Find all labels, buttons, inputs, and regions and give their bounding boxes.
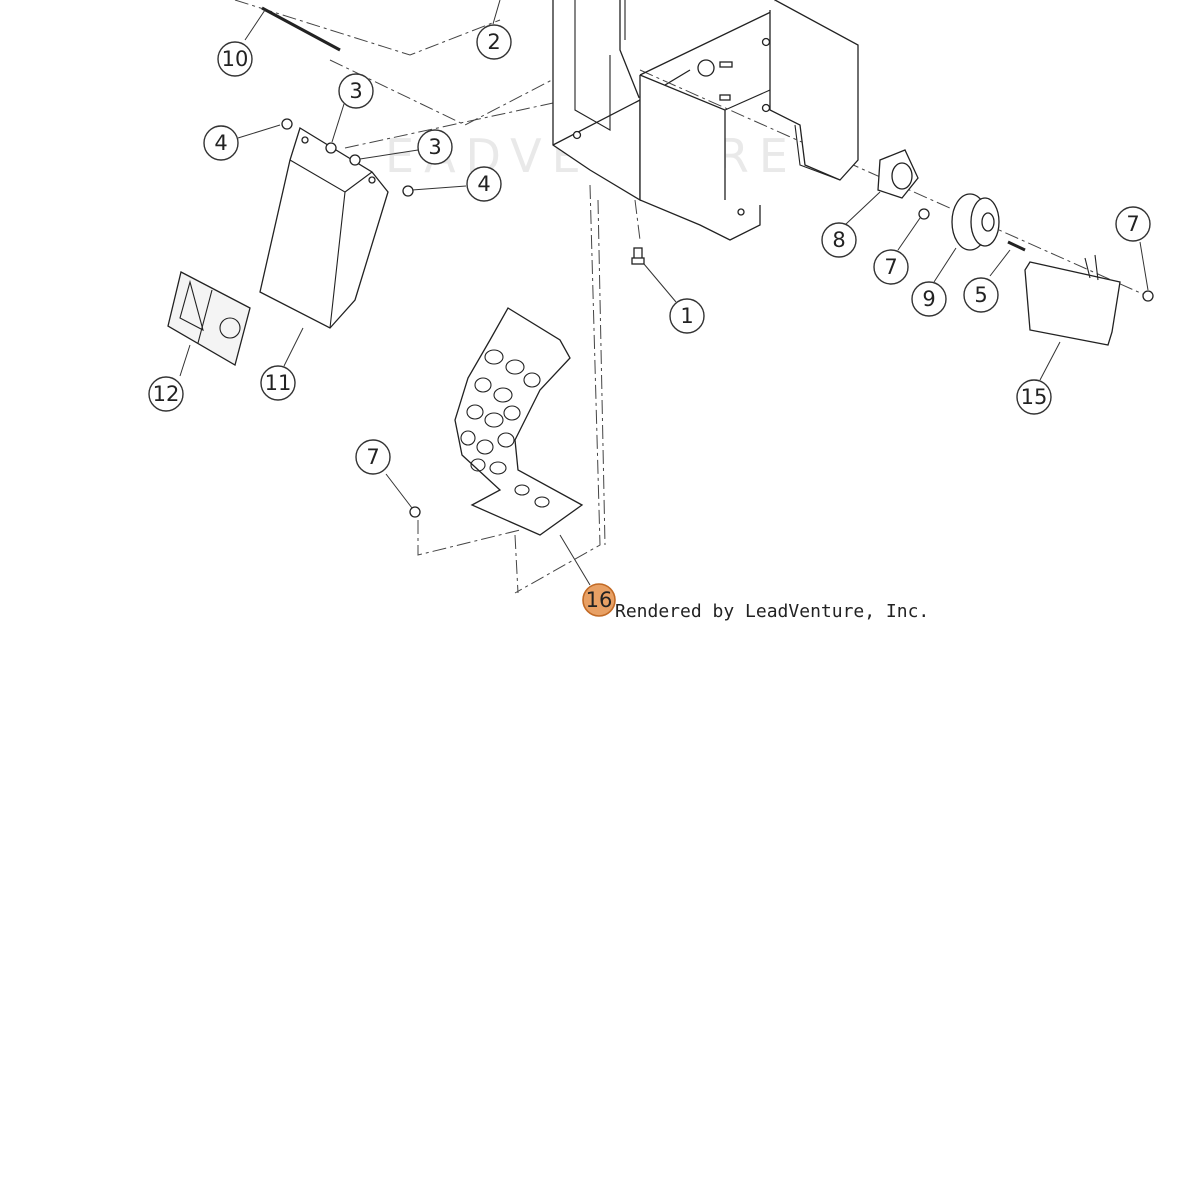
callout-10[interactable]: 10	[217, 41, 253, 77]
callout-1[interactable]: 1	[669, 298, 705, 334]
callout-3-second[interactable]: 3	[417, 129, 453, 165]
callout-2-label: 2	[487, 30, 500, 54]
belt-guard-part	[1024, 254, 1121, 346]
callout-15[interactable]: 15	[1016, 379, 1052, 415]
callout-3-second-label: 3	[428, 135, 441, 159]
callout-4-second-label: 4	[477, 172, 490, 196]
chute-cover-part	[259, 127, 389, 329]
callout-2[interactable]: 2	[476, 24, 512, 60]
callout-1-label: 1	[680, 304, 693, 328]
foot-plate-part	[454, 307, 584, 536]
callout-9[interactable]: 9	[911, 281, 947, 317]
callout-7-second-label: 7	[1126, 212, 1139, 236]
credit-text: Rendered by LeadVenture, Inc.	[615, 601, 929, 622]
callout-4[interactable]: 4	[203, 125, 239, 161]
callout-7-third[interactable]: 7	[355, 439, 391, 475]
hardware-parts	[281, 118, 1154, 518]
callout-9-label: 9	[922, 287, 935, 311]
callout-3-label: 3	[349, 79, 362, 103]
callout-12-label: 12	[153, 382, 180, 406]
callout-4-label: 4	[214, 131, 227, 155]
callout-11-label: 11	[265, 371, 292, 395]
callout-7-label: 7	[884, 255, 897, 279]
callout-7-third-label: 7	[366, 445, 379, 469]
callout-10-label: 10	[222, 47, 249, 71]
key-part	[1007, 240, 1026, 252]
callout-7-second[interactable]: 7	[1115, 206, 1151, 242]
warning-decal-part	[167, 271, 251, 366]
callout-4-second[interactable]: 4	[466, 166, 502, 202]
leader-lines	[179, 0, 1149, 586]
callout-3[interactable]: 3	[338, 73, 374, 109]
callout-16[interactable]: 16	[582, 583, 616, 617]
callout-5-label: 5	[974, 283, 987, 307]
main-frame-part	[552, 0, 859, 241]
callout-7[interactable]: 7	[873, 249, 909, 285]
callout-5[interactable]: 5	[963, 277, 999, 313]
callout-8-label: 8	[832, 228, 845, 252]
callout-11[interactable]: 11	[260, 365, 296, 401]
callout-8[interactable]: 8	[821, 222, 857, 258]
callout-12[interactable]: 12	[148, 376, 184, 412]
rod-part	[261, 6, 341, 52]
callout-15-label: 15	[1021, 385, 1048, 409]
bearing-flange-part	[877, 149, 919, 199]
bolt-part	[631, 247, 645, 265]
callout-16-label: 16	[586, 588, 613, 612]
pulley-part	[951, 193, 1000, 251]
